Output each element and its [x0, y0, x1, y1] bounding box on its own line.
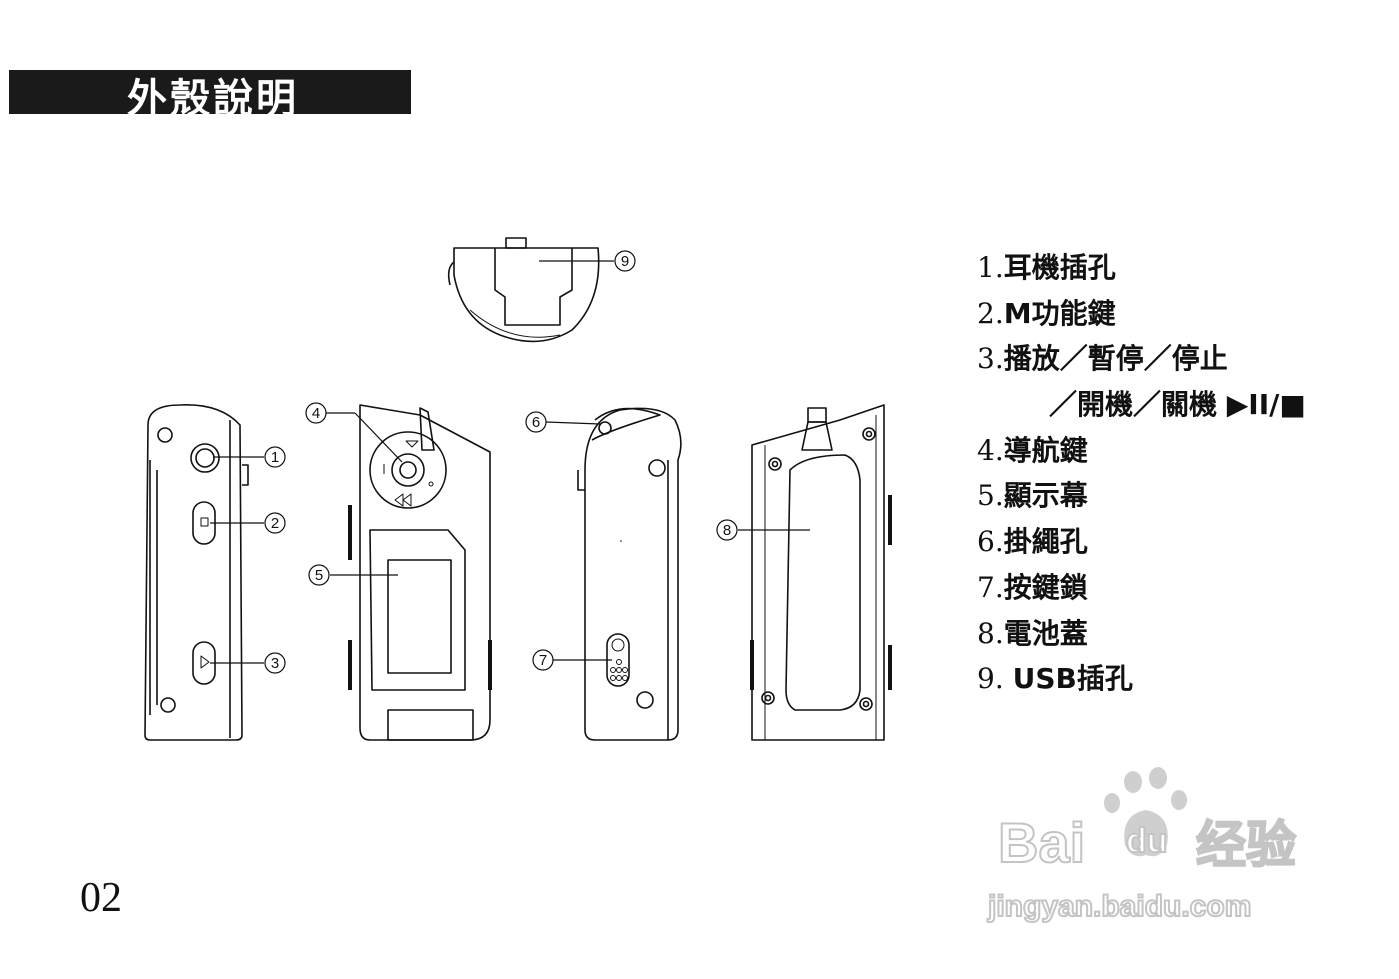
paw-icon — [1104, 767, 1187, 857]
callout-7 — [532, 649, 554, 671]
section-title: 外殼說明 — [127, 76, 299, 114]
callout-number-1: 1 — [271, 449, 279, 466]
callout-number-2: 2 — [271, 515, 279, 532]
callout-lines — [210, 260, 810, 664]
callout-5 — [308, 564, 330, 586]
parts-list-item: 3.播放／暫停／停止 — [977, 342, 1228, 376]
callout-numbers: 1 2 3 4 5 6 7 8 9 — [271, 253, 731, 672]
callout-2 — [264, 512, 286, 534]
watermark-url: jingyan.baidu.com — [987, 890, 1251, 923]
parts-list-item: 6.掛繩孔 — [977, 525, 1088, 559]
watermark-brand-a: Bai — [998, 811, 1085, 874]
callout-3 — [264, 652, 286, 674]
callout-number-3: 3 — [271, 655, 279, 672]
callout-markers — [264, 250, 738, 674]
watermark-brand-c: 经验 — [1196, 817, 1296, 873]
parts-list-item: 5.顯示幕 — [977, 479, 1088, 513]
callout-9 — [614, 250, 636, 272]
callout-4 — [305, 402, 327, 424]
parts-list: 1.耳機插孔 2.M功能鍵 3.播放／暫停／停止 ／開機／關機 ▶II/■ 4.… — [977, 248, 1387, 705]
parts-list-item: 1.耳機插孔 — [977, 251, 1116, 284]
callout-number-6: 6 — [532, 414, 540, 431]
rear-view — [750, 404, 892, 741]
section-title-bar: 外殼說明 — [9, 70, 411, 114]
parts-list-item: 7.按鍵鎖 — [977, 570, 1088, 604]
callout-number-4: 4 — [312, 405, 320, 422]
callout-6 — [525, 411, 547, 433]
callout-8 — [716, 519, 738, 541]
left-side-view — [144, 404, 249, 741]
top-view — [447, 237, 600, 343]
front-view — [348, 404, 492, 741]
page-number: 02 — [80, 875, 122, 921]
callout-number-8: 8 — [723, 522, 731, 539]
back-side-view — [577, 407, 682, 741]
callout-1 — [264, 446, 286, 468]
parts-list-item: 4.導航鍵 — [977, 433, 1088, 467]
callout-number-5: 5 — [315, 567, 323, 584]
parts-list-item: 2.M功能鍵 — [977, 296, 1116, 330]
parts-list-item: 9. USB插孔 — [977, 662, 1133, 696]
parts-list-item: ／開機／關機 ▶II/■ — [1049, 388, 1306, 422]
parts-list-item: 8.電池蓋 — [977, 616, 1088, 650]
callout-number-7: 7 — [539, 652, 547, 669]
watermark-brand-b: du — [1126, 822, 1168, 860]
callout-number-9: 9 — [621, 253, 629, 270]
